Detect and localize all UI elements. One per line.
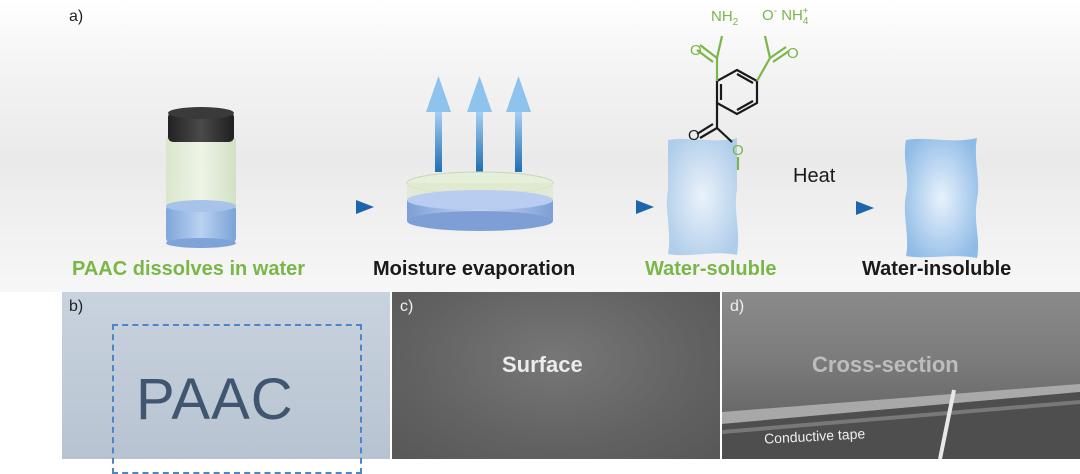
ammonium-group-label: O- NH4+ xyxy=(762,6,808,27)
amide-nh: NH xyxy=(711,8,733,25)
ammonium-sub: 4 xyxy=(802,16,809,27)
arrow-right-icon-3 xyxy=(778,201,874,215)
step-label-insoluble: Water-insoluble xyxy=(862,258,1012,280)
evaporation-arrows-icon xyxy=(426,76,531,172)
paac-film-text: PAAC xyxy=(136,367,294,432)
anion-sup: - xyxy=(773,6,778,17)
surface-title: Surface xyxy=(502,352,583,377)
panel-b-margin xyxy=(0,292,62,459)
panel-label-d: d) xyxy=(730,298,745,315)
svg-text:O: O xyxy=(787,45,799,62)
ammonium-nh: NH xyxy=(781,7,803,24)
svg-text:O: O xyxy=(732,142,744,159)
molecule-structure-icon xyxy=(696,35,790,170)
step-label-evaporation: Moisture evaporation xyxy=(373,258,576,280)
arrow-right-icon-2 xyxy=(561,200,654,214)
pointer-line xyxy=(938,389,956,459)
panel-label-b: b) xyxy=(69,298,84,315)
panel-b-photo xyxy=(62,292,390,459)
heat-label: Heat xyxy=(793,165,836,187)
step-label-dissolve: PAAC dissolves in water xyxy=(72,258,306,280)
process-illustration: O O O O xyxy=(166,35,979,258)
film-soluble-icon xyxy=(666,138,739,256)
svg-text:O: O xyxy=(690,42,702,59)
step-label-soluble: Water-soluble xyxy=(645,258,777,280)
film-insoluble-icon xyxy=(904,138,979,258)
panel-c-sem-surface xyxy=(392,292,720,459)
amide-sub: 2 xyxy=(732,17,739,28)
panel-label-c: c) xyxy=(400,298,414,315)
ammonium-sup: + xyxy=(802,6,809,17)
vial-icon xyxy=(166,107,236,248)
panel-label-a: a) xyxy=(69,8,84,25)
petri-dish-icon xyxy=(406,171,554,231)
anion-o: O xyxy=(762,7,774,24)
svg-text:O: O xyxy=(688,127,700,144)
arrow-right-icon xyxy=(278,200,374,214)
cross-section-title: Cross-section xyxy=(812,352,959,377)
molecule-atoms: O O O O xyxy=(688,42,799,159)
amide-group-label: NH2 xyxy=(711,8,738,28)
cross-section-layers xyxy=(722,384,1080,459)
